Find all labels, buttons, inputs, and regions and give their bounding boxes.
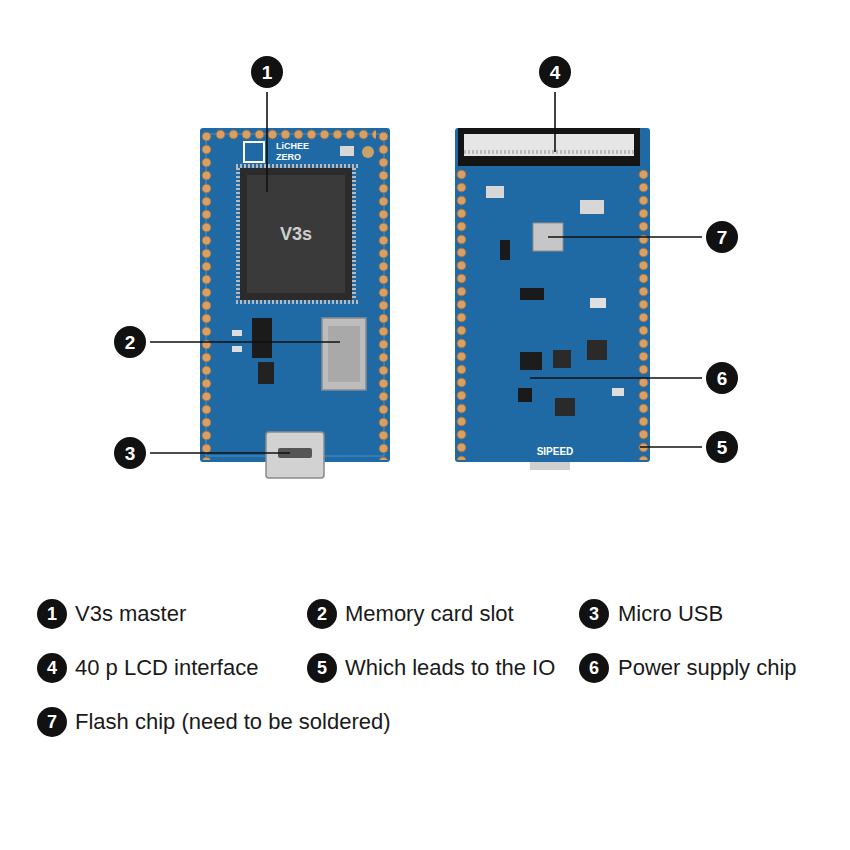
leader-line [150,452,290,454]
silkscreen-text: LiCHEE [276,141,309,151]
edge-pads [377,130,390,460]
power-supply-chip [520,352,542,370]
key-number: 2 [307,599,337,629]
lcd-connector-pins [464,150,634,154]
callout-digit: 1 [47,605,57,623]
lcd-connector [458,128,640,166]
callout-digit: 7 [717,228,728,247]
key-number: 7 [37,707,67,737]
callout-digit: 3 [589,605,599,623]
chip-pins [236,168,240,300]
callout-digit: 1 [262,63,273,82]
smd-part [500,240,510,260]
key-text: Flash chip (need to be soldered) [75,709,391,734]
callout-number: 6 [706,362,738,394]
power-supply-chip [587,340,607,360]
crystal [590,298,606,308]
key-text: Micro USB [618,601,723,626]
smd-part [612,388,624,396]
pcb-front [200,128,390,462]
leader-line [266,92,268,192]
micro-usb-port [266,432,324,478]
key-number: 5 [307,653,337,683]
leader-lines [150,92,702,453]
callout-number: 3 [114,437,146,469]
smd-part [520,288,544,300]
callout-digit: 2 [317,605,327,623]
callout-number: 2 [114,326,146,358]
chip-pins [234,300,358,304]
callout-number: 1 [251,56,283,88]
key-text: V3s master [75,601,186,626]
usb-edge [530,462,570,470]
smd-part [486,186,504,198]
key-text: Memory card slot [345,601,514,626]
logo-mark [244,142,264,162]
key-number: 1 [37,599,67,629]
chip-marking: V3s [280,224,312,245]
key-number: 4 [37,653,67,683]
chip-pins [352,168,356,300]
leader-line [640,446,702,448]
edge-pads [455,168,468,460]
callout-number: 5 [706,431,738,463]
key-text: Which leads to the IO [345,655,555,680]
test-pad [362,146,374,158]
callout-digit: 4 [47,659,57,677]
lcd-connector-latch [464,134,634,156]
power-supply-chip [553,350,571,368]
silkscreen-text: SIPEED [537,446,574,458]
key-number: 6 [579,653,609,683]
silkscreen-text: ZERO [276,152,301,162]
leader-line [530,377,702,379]
edge-pads [637,168,650,460]
callout-number: 7 [706,221,738,253]
chip-pins [234,164,358,168]
key-text: 40 p LCD interface [75,655,258,680]
edge-pads [200,130,213,460]
callout-digit: 4 [550,63,561,82]
v3s-chip [240,168,352,300]
leader-line [554,92,556,152]
leader-line [548,236,702,238]
callout-digit: 7 [47,713,57,731]
leader-line [150,341,340,343]
key-number: 3 [579,599,609,629]
smd-part [252,318,272,358]
pcb-back [455,128,650,462]
smd-part [580,200,604,214]
callout-digit: 2 [125,333,136,352]
edge-pads [214,128,376,141]
sd-card-slot-face [328,326,360,382]
smd-part [518,388,532,402]
pcb-outline [206,134,384,456]
callout-number: 4 [539,56,571,88]
callout-digit: 5 [717,438,728,457]
key-text: Power supply chip [618,655,797,680]
sd-card-slot [322,318,366,390]
callout-digit: 5 [317,659,327,677]
callout-digit: 6 [717,369,728,388]
smd-part [232,330,242,336]
callout-digit: 6 [589,659,599,677]
smd-part [232,346,242,352]
smd-part [555,398,575,416]
callout-digit: 3 [125,444,136,463]
smd-part [340,146,354,156]
smd-part [258,362,274,384]
v3s-chip-top [247,175,345,293]
